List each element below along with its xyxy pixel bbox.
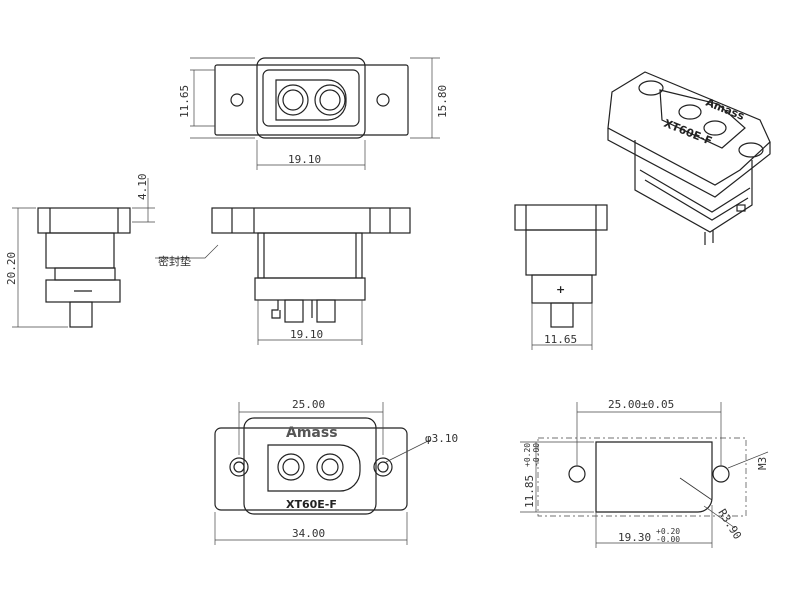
cutout-hole-left bbox=[568, 465, 586, 483]
bottom-view-pin-right bbox=[316, 453, 344, 481]
front-view: 19.10 密封垫 bbox=[155, 207, 411, 345]
cutout-dim-width: 19.30 bbox=[618, 531, 651, 544]
iso-mount-hole-right bbox=[738, 142, 764, 158]
bottom-view-dim-hole-spacing: 25.00 bbox=[292, 398, 325, 411]
cutout-outline bbox=[537, 437, 747, 517]
iso-body bbox=[634, 140, 753, 233]
bottom-view-mount-hole-right bbox=[373, 457, 393, 477]
front-view-body bbox=[257, 232, 363, 279]
top-view-mount-hole-right bbox=[376, 93, 390, 107]
bottom-view-mount-hole-left bbox=[229, 457, 249, 477]
top-view-housing bbox=[256, 57, 366, 139]
front-view-base bbox=[254, 277, 366, 301]
seal-label: 密封垫 bbox=[158, 254, 191, 268]
cutout-tol-height-upper: +0.20 bbox=[523, 443, 532, 467]
top-view-dim-width: 19.10 bbox=[288, 153, 321, 166]
iso-flange-side bbox=[607, 128, 771, 198]
front-view-pin-left bbox=[284, 299, 304, 323]
bottom-view: Amass XT60E-F 25.00 34.00 φ3.10 bbox=[214, 398, 458, 545]
cutout-dim-hole-spacing: 25.00±0.05 bbox=[608, 398, 674, 411]
cutout-opening bbox=[595, 441, 713, 513]
top-view-pin-right-inner bbox=[319, 89, 341, 111]
right-view-dim-width: 11.65 bbox=[544, 333, 577, 346]
isometric-view: Amass XT60E-F bbox=[607, 71, 771, 245]
cutout-dim-thread: M3 bbox=[756, 457, 769, 470]
top-view-flange bbox=[214, 64, 409, 136]
top-view-dim-height-outer: 15.80 bbox=[436, 85, 449, 118]
cutout-tol-height-lower: -0.00 bbox=[532, 443, 541, 467]
left-view-dim-height: 20.20 bbox=[5, 252, 18, 285]
cutout-dim-radius: R3.90 bbox=[715, 507, 744, 542]
plus-marker: + bbox=[556, 283, 565, 296]
top-view-dim-height-inner: 11.65 bbox=[178, 85, 191, 118]
left-view-flange bbox=[37, 207, 131, 234]
top-view-housing-inner bbox=[262, 69, 360, 127]
bottom-view-dim-total: 34.00 bbox=[292, 527, 325, 540]
left-view-pin bbox=[69, 301, 93, 328]
left-side-view: 4.10 20.20 bbox=[5, 174, 155, 328]
iso-slot bbox=[736, 204, 746, 212]
bottom-view-socket bbox=[267, 444, 361, 492]
bottom-view-pin-left bbox=[277, 453, 305, 481]
seal-leader-line bbox=[155, 244, 219, 259]
front-view-pin-right bbox=[316, 299, 336, 323]
top-view-pin-right bbox=[314, 84, 346, 116]
right-view-flange bbox=[514, 204, 608, 231]
iso-mount-hole-left bbox=[638, 80, 664, 96]
right-view-body bbox=[525, 229, 597, 276]
top-view-mount-hole-left bbox=[230, 93, 244, 107]
iso-pin-socket-right bbox=[703, 120, 727, 136]
top-view: 19.10 11.65 15.80 bbox=[178, 57, 449, 170]
front-view-flange bbox=[211, 207, 411, 234]
cutout-tol-width-upper: +0.20 bbox=[656, 527, 680, 536]
bottom-view-model: XT60E-F bbox=[286, 498, 337, 511]
bottom-view-brand: Amass bbox=[286, 425, 338, 441]
cutout-hole-right bbox=[712, 465, 730, 483]
front-view-dim-width: 19.10 bbox=[290, 328, 323, 341]
bottom-view-flange bbox=[214, 427, 408, 511]
top-view-socket bbox=[275, 79, 347, 121]
iso-housing-top bbox=[659, 89, 746, 149]
cutout-view: 25.00±0.05 11.85 +0.20 -0.00 19.30 +0.20… bbox=[520, 398, 769, 548]
iso-pin-socket-left bbox=[678, 104, 702, 120]
top-view-pin-left-inner bbox=[282, 89, 304, 111]
cutout-tol-width-lower: -0.00 bbox=[656, 535, 680, 544]
iso-seal-line-2 bbox=[644, 179, 749, 221]
cutout-dim-height: 11.85 bbox=[523, 475, 536, 508]
iso-flange-top bbox=[607, 71, 771, 186]
left-view-dim-flange: 4.10 bbox=[136, 174, 149, 201]
left-view-body bbox=[45, 232, 115, 269]
iso-seal-line bbox=[639, 169, 751, 213]
right-view-pin bbox=[550, 302, 574, 328]
left-view-seal bbox=[54, 267, 116, 281]
bottom-view-dim-hole-dia: φ3.10 bbox=[425, 432, 458, 445]
right-side-view: + 11.65 bbox=[514, 204, 608, 350]
top-view-pin-left bbox=[277, 84, 309, 116]
